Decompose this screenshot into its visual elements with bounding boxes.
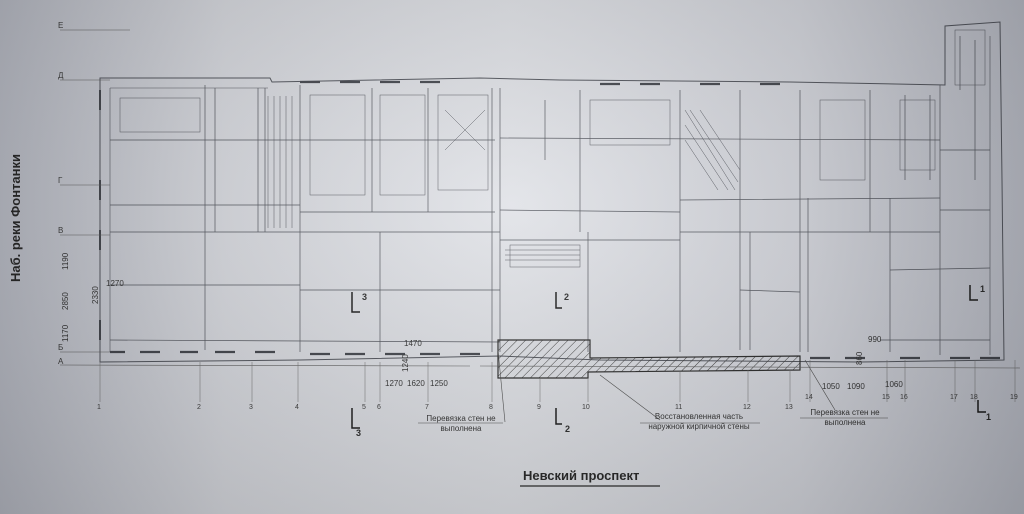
column-axis-label: 15 [882,394,890,401]
dimension-2850: 2850 [61,292,70,310]
column-axis-label: 6 [377,404,381,411]
dimension-1190: 1190 [61,252,70,270]
column-axis-label: 18 [970,394,978,401]
column-axis-label: 16 [900,394,908,401]
row-axis-label: Е [58,21,64,30]
street-label: Невский проспект [523,468,640,483]
section-mark-label: 2 [564,292,570,302]
note-left-line-1: Перевязка стен не [426,414,496,423]
dimension-1470: 1470 [404,339,422,348]
column-axis-label: 10 [582,404,590,411]
note-left-line-2: выполнена [440,424,482,433]
row-axis-label: А [58,357,64,366]
dimension-1270-b: 1270 [385,379,403,388]
dimension-990: 990 [868,335,882,344]
row-axis-label: Г [58,176,63,185]
note-center-line-2: наружной кирпичной стены [648,422,750,431]
dimension-1170: 1170 [61,324,70,342]
column-axis-label: 7 [425,404,429,411]
column-axis-label: 9 [537,404,541,411]
dimension-1060: 1060 [885,380,903,389]
column-axis-label: 1 [97,404,101,411]
embankment-label: Наб. реки Фонтанки [8,154,23,282]
note-right-line-1: Перевязка стен не [810,408,880,417]
building-outline [99,21,1005,363]
dimension-1270: 1270 [106,279,124,288]
column-axis-label: 19 [1010,394,1018,401]
note-right-line-2: выполнена [824,418,866,427]
column-axis-label: 13 [785,404,793,411]
note-left: Перевязка стен не выполнена [418,414,504,434]
column-axis-label: 11 [675,404,683,411]
dimension-1250: 1250 [430,379,448,388]
section-mark-label: 3 [362,292,368,302]
column-axis-label: 4 [295,404,299,411]
section-mark-label: 1 [980,284,986,294]
section-mark-label: 1 [986,412,992,422]
row-axis-label: Б [58,343,64,352]
column-axis-label: 12 [743,404,751,411]
column-axis-label: 3 [249,404,253,411]
dimension-1050: 1050 [822,382,840,391]
row-axis-label: Д [58,71,64,80]
column-axis-label: 8 [489,404,493,411]
note-right: Перевязка стен не выполнена [800,408,890,428]
section-mark-label: 3 [356,428,362,438]
section-mark-label: 2 [565,424,571,434]
column-axis-label: 5 [362,404,366,411]
dimension-1620: 1620 [407,379,425,388]
row-axis-label: В [58,226,64,235]
dimension-860: 860 [855,351,864,365]
column-axis-label: 14 [805,394,813,401]
column-axis-label: 2 [197,404,201,411]
note-center: Восстановленная часть наружной кирпичной… [636,412,762,432]
note-center-line-1: Восстановленная часть [654,412,744,421]
dimension-1090: 1090 [847,382,865,391]
restored-wall-hatch [497,339,801,379]
dimension-1240: 1240 [401,354,410,372]
dimension-2330: 2330 [91,286,100,304]
column-axis-label: 17 [950,394,958,401]
